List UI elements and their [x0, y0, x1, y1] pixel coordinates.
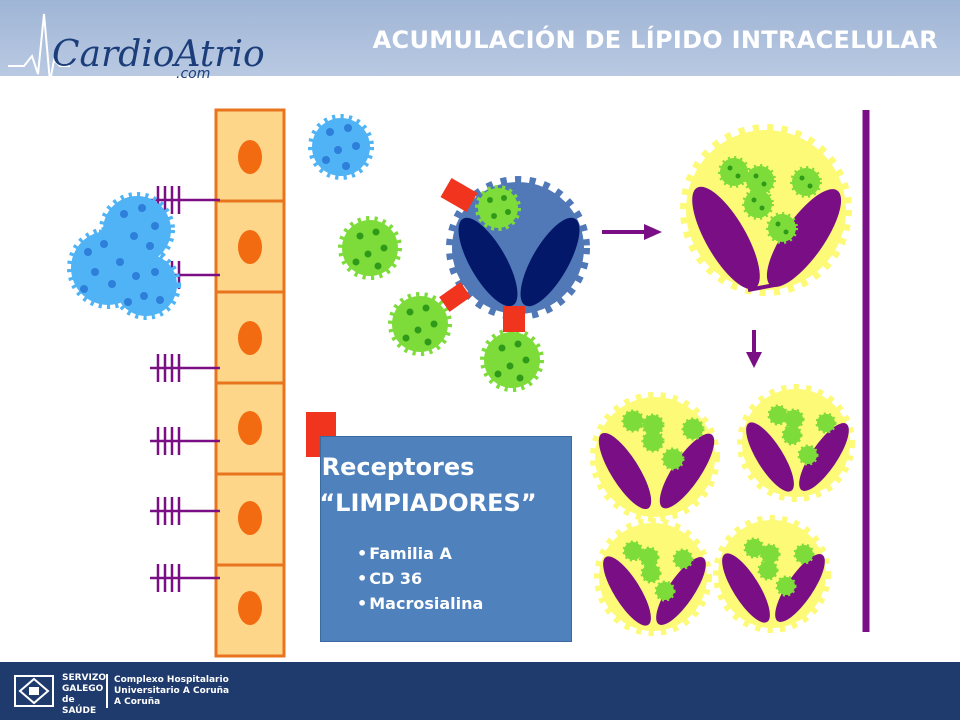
macrophage-nucleus — [458, 217, 518, 307]
footer-sergas-text: SERVIZO GALEGO de SAÚDE — [62, 673, 107, 716]
endothelium — [214, 108, 286, 658]
oxidized-ldl-particles — [338, 216, 544, 392]
cell-nucleus — [238, 501, 262, 535]
footer-hospital-text: Complexo Hospitalario Universitario A Co… — [114, 675, 230, 707]
foam-cell-small — [713, 515, 831, 633]
page-title: ACUMULACIÓN DE LÍPIDO INTRACELULAR — [372, 26, 938, 54]
logo-subtext: .com — [176, 66, 211, 82]
box-title-line2: “LIMPIADORES” — [319, 489, 537, 517]
ldl-particle — [308, 114, 374, 180]
footer-separator — [106, 674, 108, 708]
list-item: CD 36 — [357, 566, 483, 591]
macrophage — [439, 176, 590, 332]
receptor-list: Familia A CD 36 Macrosialina — [357, 541, 483, 616]
foam-cell-small — [590, 392, 720, 522]
cell-nucleus — [238, 140, 262, 174]
cell-nucleus — [238, 411, 262, 445]
scavenger-receptor — [439, 282, 471, 312]
scavenger-receptor — [503, 306, 525, 332]
foam-cell-large — [680, 124, 852, 296]
footer-bar — [0, 662, 960, 720]
receptor-info-box: Receptores “LIMPIADORES” Familia A CD 36… — [319, 436, 572, 642]
foam-cell-small — [594, 518, 712, 636]
ecg-line-icon — [8, 13, 70, 83]
cell-nucleus — [238, 321, 262, 355]
box-title-line1: Receptores — [321, 453, 475, 481]
cardioatrio-logo: CardioAtrio .com — [0, 0, 265, 90]
ldl-particles — [67, 114, 374, 320]
header-bar — [0, 0, 960, 76]
list-item: Familia A — [357, 541, 483, 566]
scavenger-receptor — [440, 177, 478, 213]
list-item: Macrosialina — [357, 591, 483, 616]
foam-cell-small — [737, 384, 855, 502]
arrow-down-icon — [746, 330, 762, 368]
cell-nucleus — [238, 591, 262, 625]
logo-text: CardioAtrio — [52, 34, 265, 75]
arrow-right-icon — [602, 224, 662, 240]
sergas-logo-icon — [14, 675, 54, 707]
macrophage-nucleus — [520, 217, 580, 307]
cell-nucleus — [238, 230, 262, 264]
ldl-dots — [80, 124, 360, 306]
